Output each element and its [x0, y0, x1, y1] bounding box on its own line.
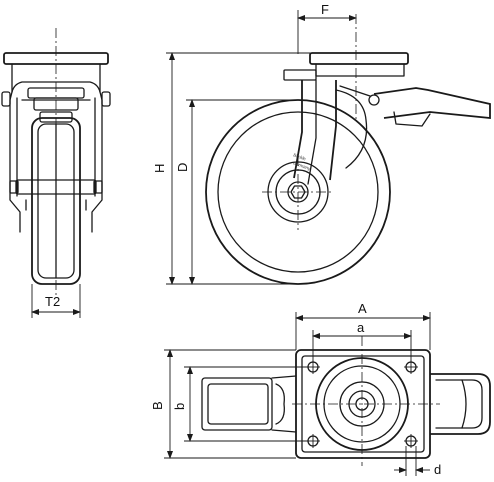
- dimension-label-d-diameter: D: [175, 163, 190, 172]
- dimension-label-t2: T2: [45, 294, 60, 309]
- bolt-hole: [306, 360, 320, 374]
- side-view: Blickle Germany F H D: [152, 2, 491, 285]
- dimension-label-h: H: [152, 164, 167, 173]
- dimension-label-a-lower: a: [357, 320, 365, 335]
- top-view: A a B b d: [150, 301, 491, 477]
- dimension-label-f: F: [321, 2, 329, 17]
- dimension-label-b-upper: B: [150, 401, 165, 410]
- stamp-line1: Blickle: [293, 152, 307, 161]
- stamp-line2: Germany: [292, 160, 312, 171]
- bolt-hole: [404, 360, 418, 374]
- front-view: T2: [1, 28, 111, 318]
- dimension-label-b-lower: b: [172, 403, 187, 410]
- dimension-label-a-upper: A: [358, 301, 367, 316]
- dimension-label-d-hole: d: [434, 462, 441, 477]
- bolt-hole: [306, 434, 320, 448]
- bolt-hole: [404, 434, 418, 448]
